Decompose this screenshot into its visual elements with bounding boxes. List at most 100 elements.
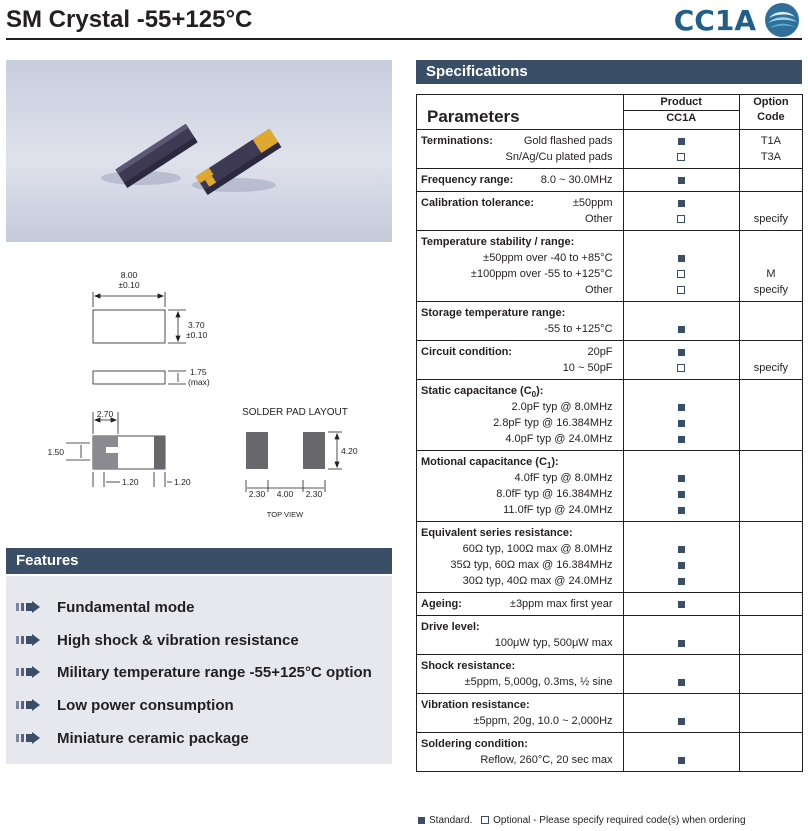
standard-marker-icon (677, 474, 685, 482)
spec-mark (624, 573, 739, 589)
spec-product-cell (622, 301, 740, 341)
standard-marker-icon (677, 600, 685, 608)
spec-value: 4.0pF typ @ 24.0MHz (505, 433, 613, 445)
solder-height: 4.20 (341, 446, 358, 456)
spec-value: ±5ppm, 5,000g, 0.3ms, ½ sine (464, 676, 613, 688)
spec-label-text: Circuit condition: (421, 346, 513, 358)
spec-option-code (740, 674, 802, 690)
dim-height-note: (max) (188, 377, 210, 387)
spec-mark (624, 525, 739, 541)
spec-option-code (740, 344, 802, 360)
standard-marker-icon (677, 717, 685, 725)
optional-marker-icon (677, 270, 686, 279)
feature-item: Military temperature range -55+125°C opt… (16, 662, 372, 682)
standard-marker-icon (677, 348, 685, 356)
spec-value: Other (585, 213, 613, 225)
dim-pad-offset-right: 1.20 (174, 477, 191, 487)
spec-label-text: Calibration tolerance: (421, 197, 535, 209)
spec-mark (624, 415, 739, 431)
standard-marker-icon (677, 577, 685, 585)
spec-option-cell (738, 732, 804, 772)
option-header-line1: Option (753, 96, 789, 108)
arrow-icon (16, 601, 40, 613)
spec-mark (624, 305, 739, 321)
spec-option-code (740, 250, 802, 266)
legend-optional: Optional - Please specify required code(… (493, 815, 746, 826)
spec-line: Circuit condition: 20pF (417, 344, 623, 360)
spec-option-code (740, 234, 802, 250)
company-logo-icon (765, 3, 799, 37)
spec-label-text: Static capacitance (C (421, 385, 532, 397)
spec-label-text: Temperature stability / range: (421, 236, 575, 248)
spec-option-code (740, 415, 802, 431)
spec-mark (624, 658, 739, 674)
spec-product-cell (622, 340, 740, 380)
spec-value: 30Ω typ, 40Ω max @ 24.0MHz (462, 575, 613, 587)
spec-mark (624, 211, 739, 227)
spec-value: 60Ω typ, 100Ω max @ 8.0MHz (462, 543, 613, 555)
spec-option-cell (738, 379, 804, 451)
option-code-header: Option Code (738, 94, 804, 130)
spec-option-code (740, 525, 802, 541)
standard-marker-icon (418, 816, 425, 824)
spec-product-cell (622, 191, 740, 231)
spec-label: Soldering condition: (417, 736, 623, 752)
spec-option-code (740, 431, 802, 447)
spec-mark (624, 149, 739, 165)
spec-product-cell (622, 168, 740, 192)
spec-option-code (740, 697, 802, 713)
spec-label: Equivalent series resistance: (417, 525, 623, 541)
spec-value: ±50ppm over -40 to +85°C (483, 252, 613, 264)
spec-mark (624, 502, 739, 518)
spec-mark (624, 674, 739, 690)
spec-value: Other (585, 284, 613, 296)
spec-mark (624, 736, 739, 752)
standard-marker-icon (677, 254, 685, 262)
spec-product-cell (622, 732, 740, 772)
dim-height: 1.75 (190, 367, 207, 377)
spec-value: 2.0pF typ @ 8.0MHz (511, 401, 613, 413)
spec-value: 35Ω typ, 60Ω max @ 16.384MHz (450, 559, 613, 571)
features-list: Fundamental mode High shock & vibration … (6, 576, 392, 764)
spec-option-code (740, 635, 802, 651)
dim-width-tol: ±0.10 (186, 330, 207, 340)
spec-label: Vibration resistance: (417, 697, 623, 713)
spec-option-code (740, 470, 802, 486)
feature-text: Low power consumption (57, 696, 234, 714)
spec-product-cell (622, 129, 740, 169)
spec-parameter-cell: Motional capacitance (C1):4.0fF typ @ 8.… (416, 450, 624, 522)
specifications-table: Parameters Product CC1A Option Code Term… (416, 94, 804, 772)
product-header-label: Product (660, 96, 702, 108)
spec-label: Shock resistance: (417, 658, 623, 674)
spec-option-code (740, 752, 802, 768)
spec-value: ±5ppm, 20g, 10.0 ~ 2,000Hz (473, 715, 613, 727)
standard-marker-icon (677, 506, 685, 514)
spec-row: Static capacitance (C0):2.0pF typ @ 8.0M… (416, 379, 804, 451)
spec-parameter-cell: Shock resistance: ±5ppm, 5,000g, 0.3ms, ½… (416, 654, 624, 694)
standard-marker-icon (677, 176, 685, 184)
dimension-drawing: 8.00 ±0.10 3.70 ±0.10 1.75 (max) 2.70 1.… (47, 270, 358, 519)
spec-product-cell (622, 615, 740, 655)
spec-option-cell (738, 450, 804, 522)
feature-text: Fundamental mode (57, 598, 195, 616)
spec-row: Motional capacitance (C1):4.0fF typ @ 8.… (416, 450, 804, 522)
spec-mark (624, 713, 739, 729)
spec-label-end: ): (551, 456, 559, 468)
spec-option-cell (738, 654, 804, 694)
standard-marker-icon (677, 545, 685, 553)
spec-parameter-cell: Temperature stability / range: ±50ppm ove… (416, 230, 624, 302)
spec-label-subscript: 0 (531, 390, 537, 400)
spec-value: 20pF (587, 346, 613, 358)
spec-mark (624, 133, 739, 149)
spec-mark (624, 541, 739, 557)
optional-marker-icon (677, 286, 686, 295)
spec-mark (624, 486, 739, 502)
spec-line: Calibration tolerance:±50ppm (417, 195, 623, 211)
solder-gap: 4.00 (277, 489, 294, 499)
product-code: CC1A (673, 4, 756, 37)
standard-marker-icon (677, 490, 685, 498)
dim-length: 8.00 (121, 270, 138, 280)
